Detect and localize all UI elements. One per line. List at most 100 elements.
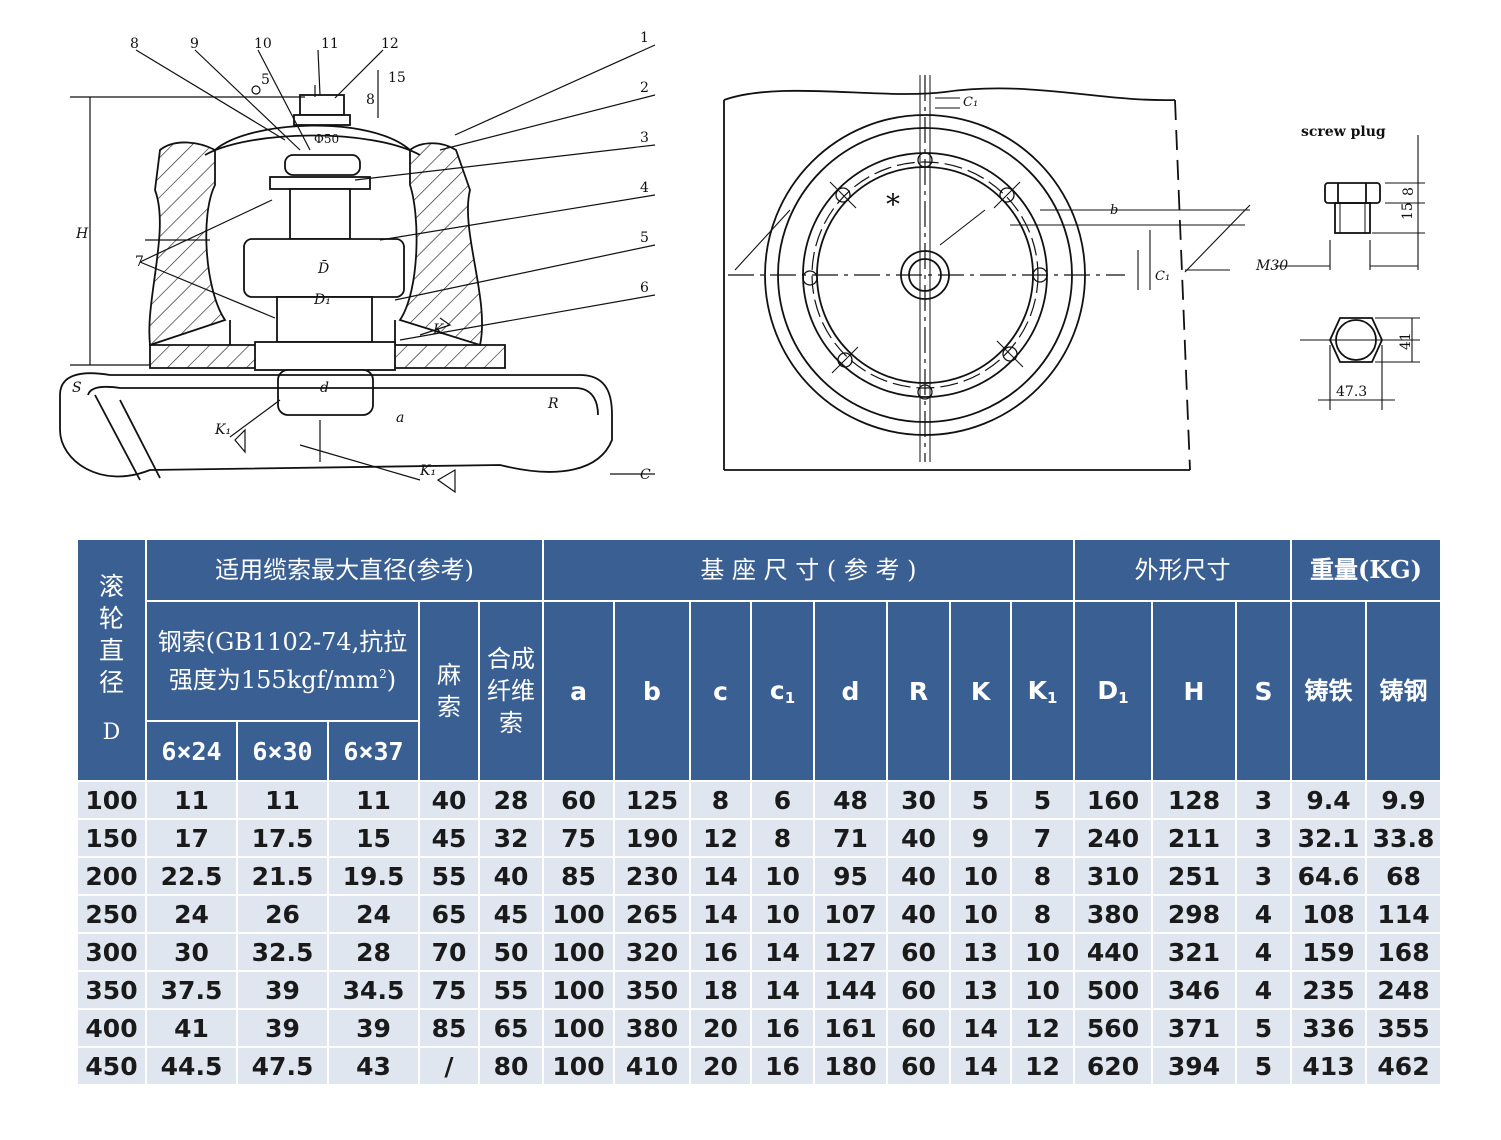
part-number-2: 2 (640, 80, 649, 96)
plan-view (723, 75, 1251, 471)
table-cell: 30 (145, 932, 238, 972)
table-cell: 108 (1290, 894, 1367, 934)
header-col-c: c (689, 600, 752, 782)
table-cell: 248 (1365, 970, 1442, 1010)
table-cell: 37.5 (145, 970, 238, 1010)
table-cell: 15 (327, 818, 420, 858)
table-cell: 560 (1073, 1008, 1153, 1048)
table-cell: 6 (750, 780, 815, 820)
table-cell: 8 (689, 780, 752, 820)
table-cell: 14 (949, 1046, 1012, 1086)
table-cell: 48 (813, 780, 888, 820)
table-cell: 235 (1290, 970, 1367, 1010)
header-col-cast-iron: 铸铁 (1290, 600, 1367, 782)
table-cell: 10 (750, 894, 815, 934)
header-col-a: a (542, 600, 615, 782)
table-cell: 34.5 (327, 970, 420, 1010)
header-weight-group: 重量(KG) (1290, 538, 1442, 602)
table-cell: 39 (236, 970, 329, 1010)
dim-D-bar: D̄ (317, 259, 329, 277)
table-cell: 3 (1235, 856, 1292, 896)
table-cell: 100 (542, 1008, 615, 1048)
table-cell: 144 (813, 970, 888, 1010)
table-cell: 125 (613, 780, 691, 820)
table-cell: 265 (613, 894, 691, 934)
table-cell: 12 (1010, 1046, 1075, 1086)
table-cell: 336 (1290, 1008, 1367, 1048)
table-cell: 47.5 (236, 1046, 329, 1086)
dim-d: d (320, 380, 329, 396)
dim-M30: M30 (1255, 258, 1288, 274)
table-cell: 320 (613, 932, 691, 972)
table-cell: 18 (689, 970, 752, 1010)
dim-D1: D₁ (313, 292, 331, 308)
table-cell: 100 (76, 780, 147, 820)
table-cell: 75 (542, 818, 615, 858)
table-cell: 17.5 (236, 818, 329, 858)
part-number-7: 7 (135, 254, 144, 270)
header-col-d: d (813, 600, 888, 782)
header-col-D1-sub: 1 (1118, 688, 1129, 707)
dim-5: 5 (261, 72, 270, 88)
dim-R: R (547, 396, 559, 412)
table-cell: 68 (1365, 856, 1442, 896)
table-cell: 44.5 (145, 1046, 238, 1086)
screw-plug-labels: screw plug M30 15 8 41 47.3 (1255, 124, 1417, 400)
table-cell: 60 (542, 780, 615, 820)
table-cell: 371 (1151, 1008, 1237, 1048)
table-cell: 39 (327, 1008, 420, 1048)
section-view (59, 44, 656, 494)
dim-screw-41: 41 (1398, 332, 1414, 350)
section-labels: 8 9 10 11 12 1 2 3 4 5 6 7 H D̄ D₁ d K K… (72, 30, 651, 483)
table-cell: 5 (1235, 1008, 1292, 1048)
table-cell: 40 (886, 856, 951, 896)
header-steel-rope-sup: 2 (379, 667, 387, 681)
table-cell: 10 (1010, 970, 1075, 1010)
table-cell: 13 (949, 970, 1012, 1010)
header-steel-rope-line2: 强度为155kgf/mm2) (147, 658, 418, 696)
dim-S: S (72, 380, 82, 396)
dim-b: b (1110, 203, 1118, 218)
header-synthetic-line-1: 合成 (487, 645, 535, 673)
header-col-R: R (886, 600, 951, 782)
table-cell: 4 (1235, 894, 1292, 934)
header-col-c1-sub: 1 (784, 688, 796, 707)
table-cell: 40 (886, 894, 951, 934)
table-cell: 440 (1073, 932, 1153, 972)
header-base-group: 基 座 尺 寸 ( 参 考 ) (542, 538, 1075, 602)
table-cell: 75 (418, 970, 480, 1010)
table-cell: 168 (1365, 932, 1442, 972)
header-col-K1: K1 (1010, 600, 1075, 782)
table-cell: 150 (76, 818, 147, 858)
table-cell: 251 (1151, 856, 1237, 896)
table-cell: 240 (1073, 818, 1153, 858)
header-steel-rope-text: 强度为155kgf/mm (168, 666, 380, 694)
table-cell: 159 (1290, 932, 1367, 972)
part-number-10: 10 (254, 36, 272, 52)
header-hemp-char-1: 麻 (437, 661, 461, 689)
part-number-9: 9 (190, 36, 199, 52)
table-cell: 8 (1010, 856, 1075, 896)
table-cell: 64.6 (1290, 856, 1367, 896)
table-cell: 17 (145, 818, 238, 858)
header-roller-diameter: 滚 轮 直 径 D (76, 538, 147, 782)
table-cell: 32 (478, 818, 544, 858)
table-cell: 50 (478, 932, 544, 972)
header-cable-group: 适用缆索最大直径(参考) (145, 538, 544, 602)
table-cell: / (418, 1046, 480, 1086)
table-cell: 65 (418, 894, 480, 934)
table-cell: 85 (542, 856, 615, 896)
table-cell: 500 (1073, 970, 1153, 1010)
table-cell: 300 (76, 932, 147, 972)
part-number-12: 12 (381, 36, 399, 52)
table-cell: 400 (76, 1008, 147, 1048)
header-synthetic-line-2: 纤维 (487, 677, 535, 705)
table-cell: 12 (1010, 1008, 1075, 1048)
table-cell: 95 (813, 856, 888, 896)
header-col-c1: c1 (750, 600, 815, 782)
